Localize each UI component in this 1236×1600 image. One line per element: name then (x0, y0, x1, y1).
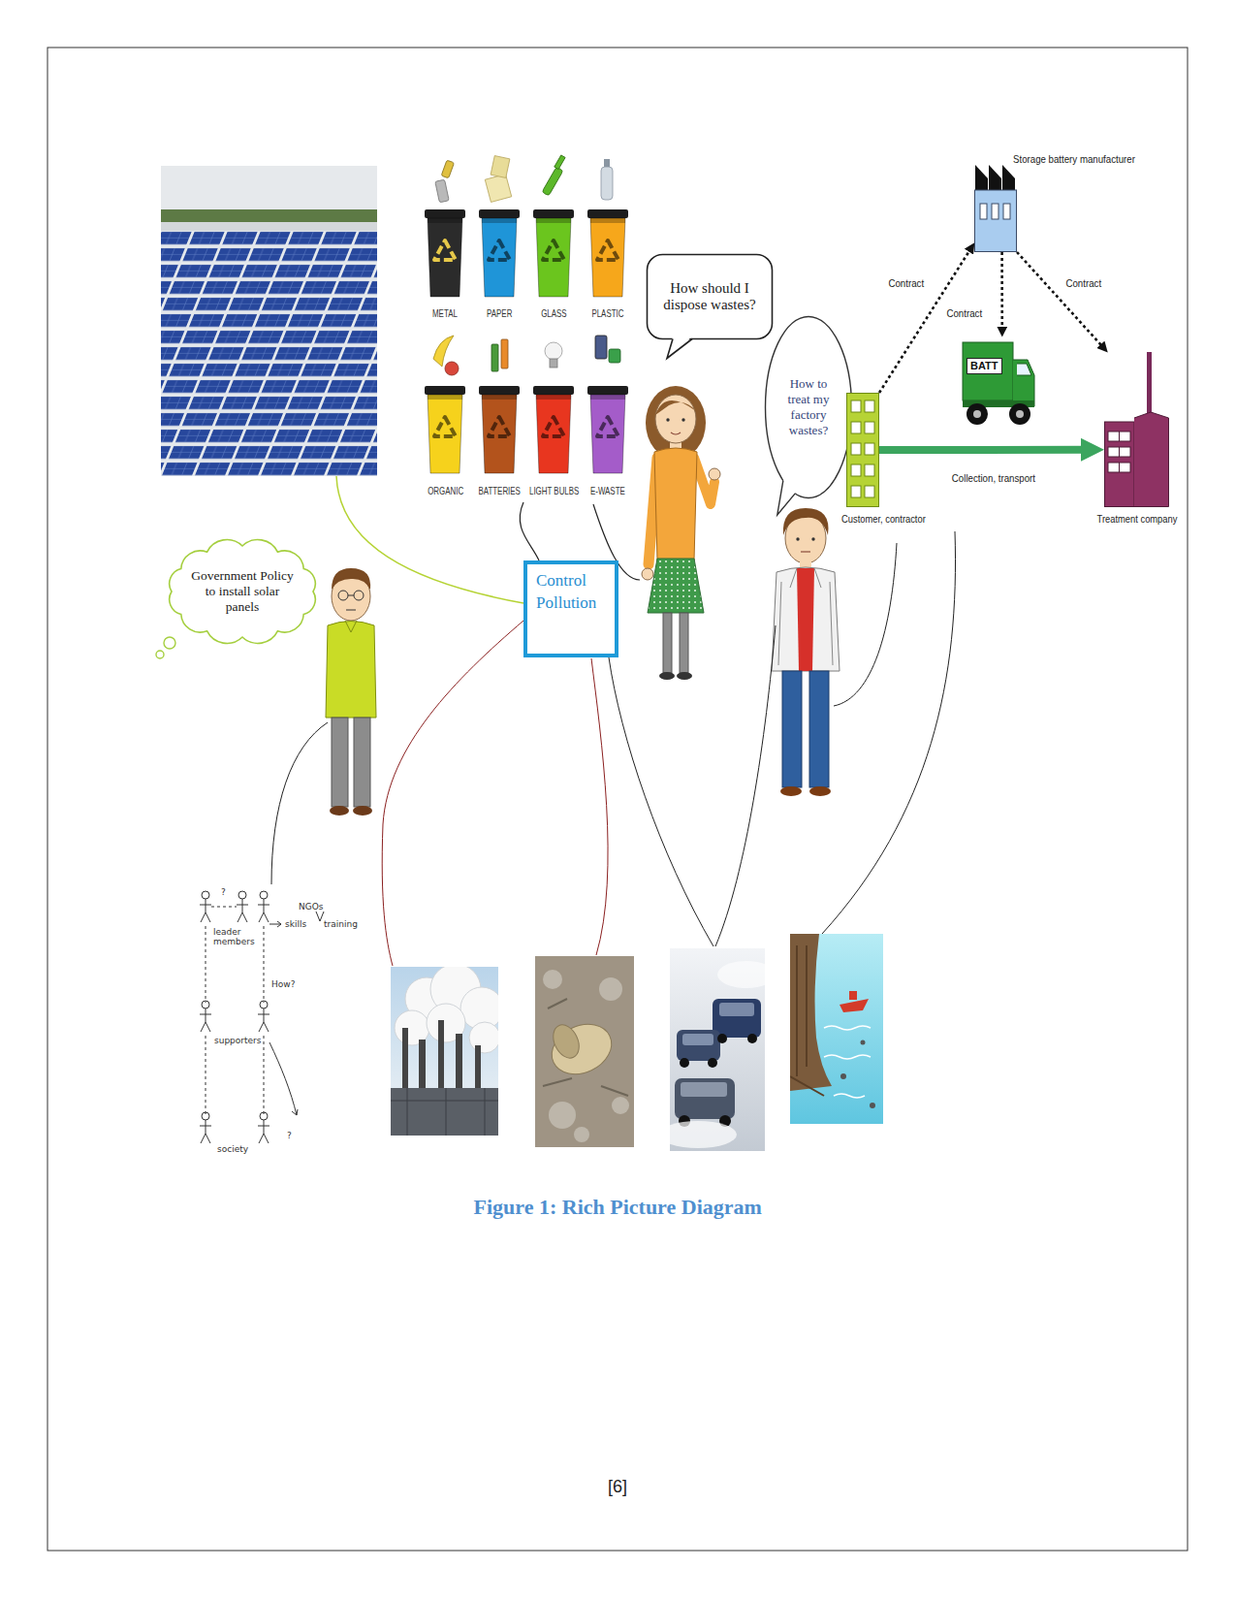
sketch-note: ? (221, 887, 226, 897)
polluted-sea-photo (790, 933, 884, 1124)
page-border (47, 47, 1188, 1551)
bin-label: PAPER (486, 307, 512, 319)
bin-label: PLASTIC (591, 307, 624, 319)
treatment-building: Treatment company (1104, 351, 1170, 508)
speech-oval: How to treat my factory wastes? (763, 315, 854, 500)
speech-bubble: How should I dispose wastes? (645, 253, 774, 341)
factory-smoke-photo (390, 966, 499, 1136)
sketch-note: ? (286, 1130, 292, 1141)
sketch-note: supporters (214, 1035, 261, 1046)
man-jacket-figure (771, 507, 840, 796)
bin-label: METAL (432, 307, 458, 319)
contract-arrow (1016, 252, 1104, 349)
thought-cloud: Government Policy to install solar panel… (163, 538, 321, 645)
figure-caption: Figure 1: Rich Picture Diagram (474, 1194, 762, 1220)
bin-label: BATTERIES (477, 484, 520, 497)
edge-label: Contract (945, 307, 984, 320)
bin-label: GLASS (540, 307, 567, 319)
sketch-note: How? (271, 979, 295, 989)
contract-arrow (879, 248, 972, 393)
waste-dump-photo (535, 955, 634, 1147)
sketch-note: NGOs (298, 901, 323, 912)
node-text: How should I dispose wastes? (657, 280, 762, 314)
control-box: Control Pollution (523, 560, 619, 658)
waste-items (433, 155, 621, 376)
sketch-note: skills (285, 919, 307, 929)
stakeholder-sketch (199, 890, 324, 1143)
manufacturer-icon-outline (974, 162, 1017, 253)
customer-building-outline (846, 392, 880, 508)
woman-figure (641, 385, 721, 680)
battery-truck-outline (961, 336, 1036, 429)
manufacturer-icon: Storage battery manufacturer (974, 162, 1017, 253)
node-text: BATT (966, 357, 1003, 375)
man-yellow-figure (325, 568, 377, 816)
bin-label: ORGANIC (427, 484, 464, 497)
node-text: Customer, contractor (841, 512, 926, 526)
node-text: Government Policy to install solar panel… (190, 568, 295, 615)
node-text: How to treat my factory wastes? (778, 376, 839, 439)
solar-panels-photo (160, 165, 378, 476)
edge-label: Collection, transport (950, 472, 1038, 485)
page-number: [6] (607, 1476, 628, 1497)
bin-label: LIGHT BULBS (528, 484, 578, 497)
leader-lines (271, 475, 956, 966)
treatment-building-outline (1104, 351, 1170, 508)
sketch-note: society (217, 1143, 249, 1154)
traffic-smog-photo (669, 948, 765, 1151)
battery-truck: BATT (961, 336, 1036, 429)
edge-label: Contract (1064, 277, 1104, 290)
node-text: Treatment company (1096, 512, 1177, 526)
node-text: Storage battery manufacturer (1013, 153, 1136, 166)
sketch-note: training (323, 919, 358, 929)
bin-label: E-WASTE (590, 484, 626, 497)
edge-label: Contract (887, 277, 926, 290)
recycling-bins (424, 209, 629, 474)
transport-arrow (879, 445, 1089, 454)
node-text: Control Pollution (536, 570, 606, 615)
sketch-note: leader members (213, 926, 256, 947)
customer-building: Customer, contractor (846, 392, 880, 508)
contract-arrow (1000, 252, 1004, 331)
